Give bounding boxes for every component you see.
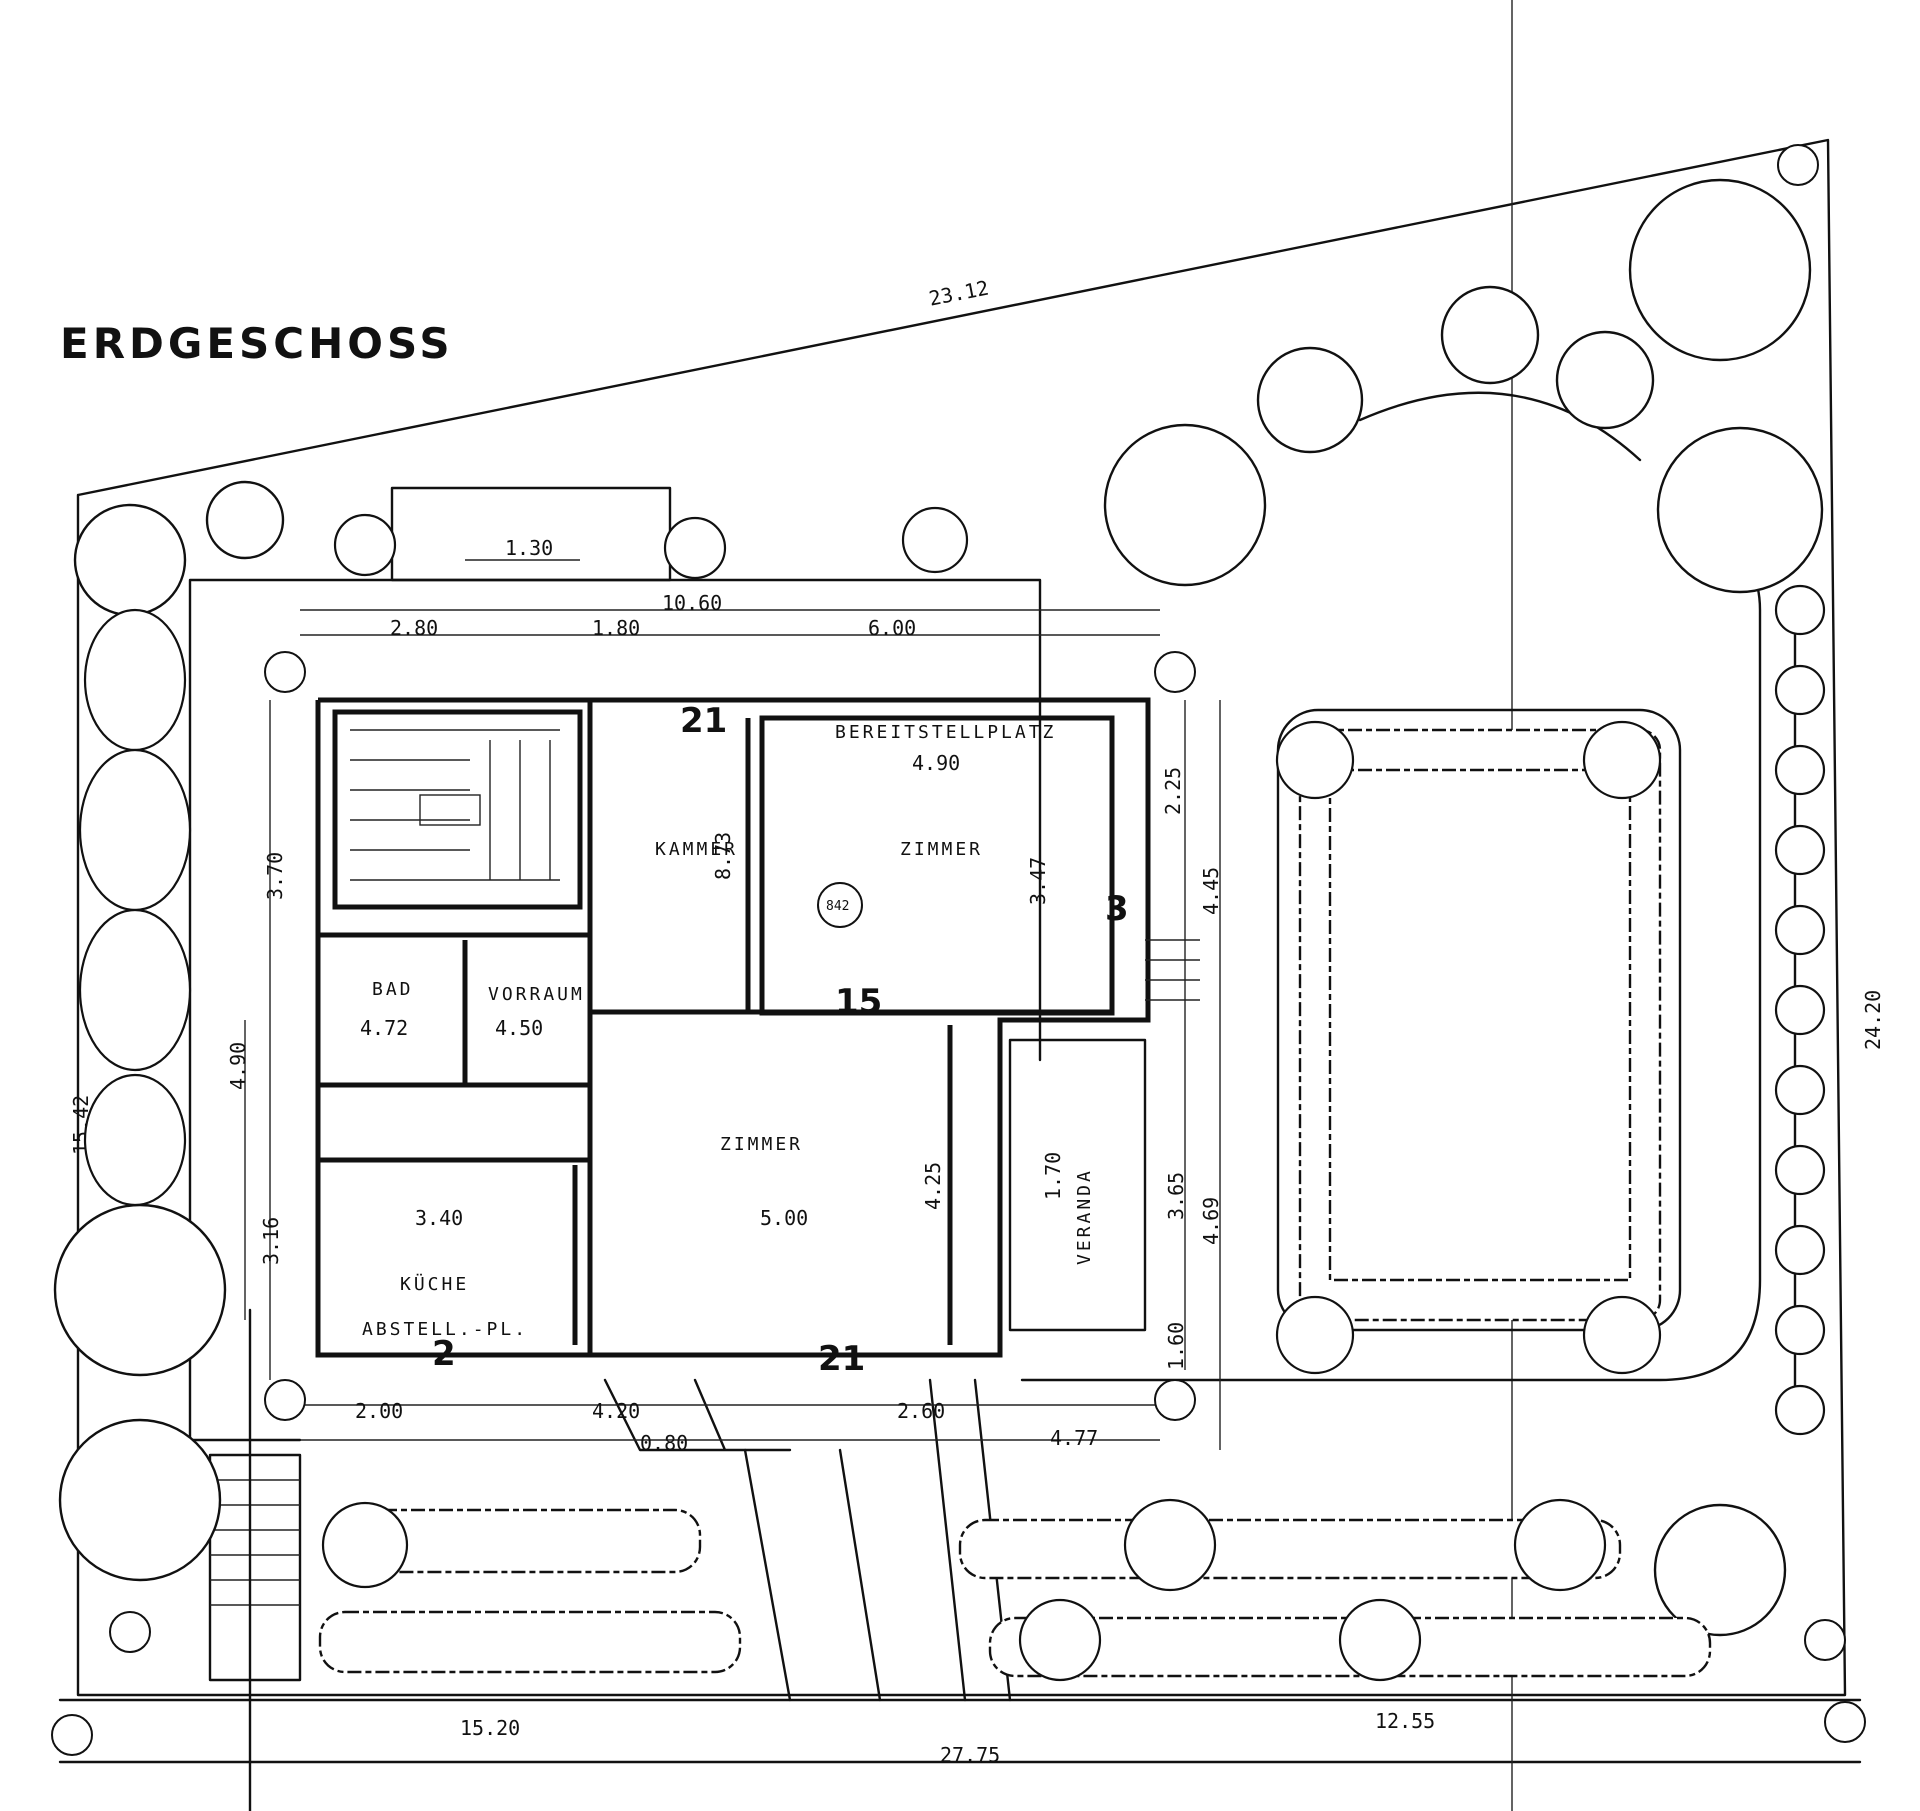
- room-bad-width: 4.72: [360, 1016, 408, 1040]
- marker-2-kitchen: 2: [432, 1334, 456, 1374]
- room-kueche-width: 3.40: [415, 1206, 463, 1230]
- room-zimmer-top-label: ZIMMER: [900, 839, 983, 860]
- dim-top-overall: 10.60: [662, 591, 722, 615]
- dim-left-upper: 3.70: [263, 852, 287, 900]
- garden-hedge-bed: [1275, 720, 1662, 1375]
- dim-bottom-b: 4.20: [592, 1399, 640, 1423]
- room-zimmer-main-height: 4.25: [921, 1162, 945, 1210]
- room-vorraum-label: VORRAUM: [488, 984, 585, 1005]
- dim-right-d: 3.65: [1164, 1172, 1188, 1220]
- room-zimmer-main-width: 5.00: [760, 1206, 808, 1230]
- boundary-south-total-dim: 27.75: [940, 1743, 1000, 1767]
- stair: [350, 729, 560, 881]
- west-hedge: [78, 608, 192, 1207]
- south-hedges: [318, 1498, 1712, 1682]
- north-annex: [390, 486, 672, 582]
- boundary-south-right-dim: 12.55: [1375, 1709, 1435, 1733]
- boundary-east-dim: 24.20: [1861, 990, 1885, 1050]
- room-bad-label: BAD: [372, 979, 414, 1000]
- dim-top-left: 2.80: [390, 616, 438, 640]
- veranda: [1008, 939, 1200, 1332]
- dim-right-c: 4.69: [1199, 1197, 1223, 1245]
- dim-bottom-d: 2.60: [897, 1399, 945, 1423]
- dim-right-a: 2.25: [1161, 767, 1185, 815]
- dim-top-stair: 1.30: [505, 536, 553, 560]
- room-zimmer-top-height: 3.47: [1026, 857, 1050, 905]
- north-shrubs: [333, 506, 969, 580]
- boundary-north-dim: 23.12: [927, 276, 991, 311]
- marker-21-top: 21: [680, 701, 727, 741]
- dimension-lines: [244, 559, 1221, 1450]
- room-vorraum-width: 4.50: [495, 1016, 543, 1040]
- room-strip-kitchen-label: ABSTELL.-PL.: [362, 1319, 528, 1340]
- plan-title: ERDGESCHOSS: [60, 319, 454, 368]
- survey-point-symbol: [817, 882, 863, 928]
- marker-3: 3: [1105, 889, 1129, 929]
- trees: [53, 178, 1824, 1637]
- east-shrubs: [1774, 584, 1826, 1436]
- room-kammer-area: 8.73: [711, 832, 735, 880]
- dim-bottom-e: 4.77: [1050, 1426, 1098, 1450]
- dim-top-right: 6.00: [868, 616, 916, 640]
- dim-right-e: 1.60: [1164, 1322, 1188, 1370]
- room-kueche-label: KÜCHE: [400, 1273, 469, 1295]
- marker-21-bottom: 21: [818, 1339, 865, 1379]
- room-kammer-label: KAMMER: [655, 839, 738, 860]
- building-walls: [315, 697, 1151, 1358]
- marker-15: 15: [835, 982, 882, 1022]
- room-zimmer-top-width: 4.90: [912, 751, 960, 775]
- dim-right-b: 4.45: [1199, 867, 1223, 915]
- dim-bottom-c: 0.80: [640, 1431, 688, 1455]
- room-strip-top-label: BEREITSTELLPLATZ: [835, 722, 1056, 743]
- survey-point-label: 842: [826, 899, 849, 914]
- room-zimmer-main-label: ZIMMER: [720, 1134, 803, 1155]
- room-veranda-label: VERANDA: [1074, 1168, 1095, 1265]
- dim-left-low: 3.16: [259, 1217, 283, 1265]
- dim-top-middle: 1.80: [592, 616, 640, 640]
- room-veranda-width: 1.70: [1041, 1152, 1065, 1200]
- boundary-south-left-dim: 15.20: [460, 1716, 520, 1740]
- dim-left-mid: 4.90: [226, 1042, 250, 1090]
- entrance-steps: [208, 1308, 302, 1811]
- dim-bottom-a: 2.00: [355, 1399, 403, 1423]
